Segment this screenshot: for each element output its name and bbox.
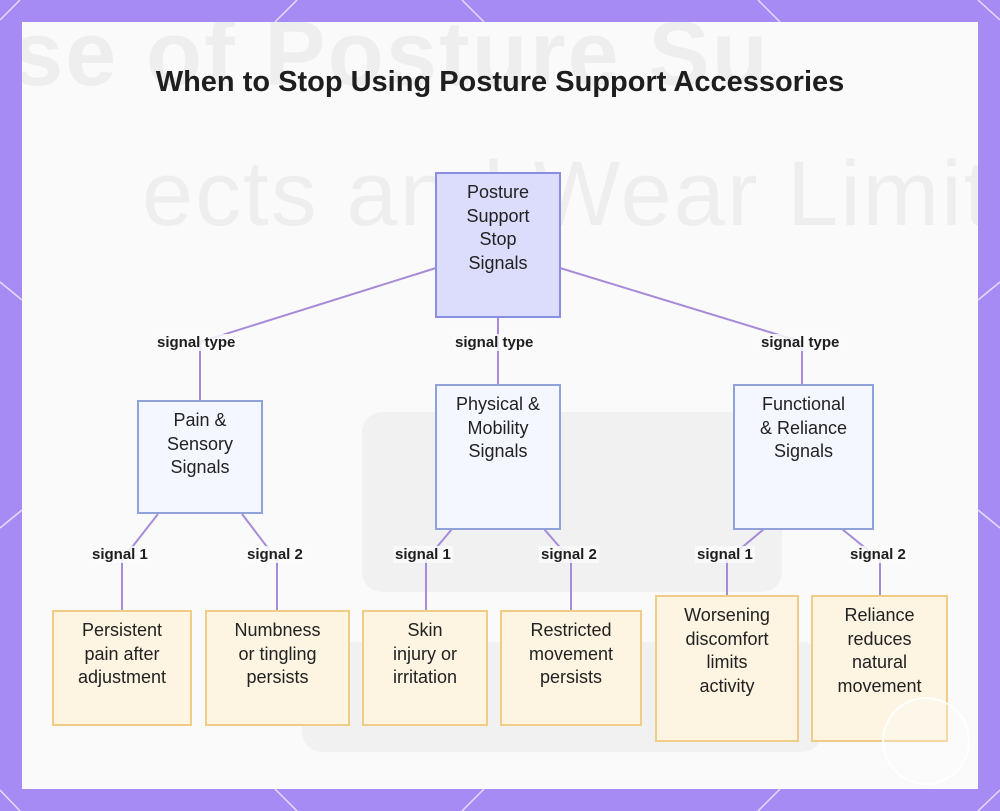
edge-label-signal-1: signal 1 <box>695 546 755 563</box>
node-restricted-movement[interactable]: Restricted movement persists <box>500 610 642 726</box>
node-skin-injury-label: Skin injury or irritation <box>392 620 458 687</box>
diagram-title: When to Stop Using Posture Support Acces… <box>155 66 845 98</box>
node-restricted-movement-label: Restricted movement persists <box>528 620 614 687</box>
node-functional-reliance-label: Functional & Reliance Signals <box>759 394 848 461</box>
node-physical-mobility[interactable]: Physical & Mobility Signals <box>435 384 561 530</box>
edge-physical-2 <box>543 528 572 610</box>
node-pain-sensory-label: Pain & Sensory Signals <box>166 410 234 477</box>
edge-physical-1 <box>425 528 453 610</box>
background-watermark-text: se of Posture Su <box>22 22 770 107</box>
node-pain-sensory[interactable]: Pain & Sensory Signals <box>137 400 263 514</box>
node-root[interactable]: Posture Support Stop Signals <box>435 172 561 318</box>
node-persistent-pain-label: Persistent pain after adjustment <box>77 620 167 687</box>
node-root-label: Posture Support Stop Signals <box>466 182 530 273</box>
node-persistent-pain[interactable]: Persistent pain after adjustment <box>52 610 192 726</box>
edge-label-signal-type: signal type <box>453 334 536 351</box>
node-numbness-tingling[interactable]: Numbness or tingling persists <box>205 610 350 726</box>
node-worsening-discomfort-label: Worsening discomfort limits activity <box>684 605 770 696</box>
node-functional-reliance[interactable]: Functional & Reliance Signals <box>733 384 874 530</box>
node-physical-mobility-label: Physical & Mobility Signals <box>455 394 541 461</box>
watermark-badge-icon <box>882 697 970 785</box>
edge-label-signal-1: signal 1 <box>90 546 150 563</box>
edge-label-signal-type: signal type <box>759 334 842 351</box>
node-numbness-tingling-label: Numbness or tingling persists <box>234 620 321 687</box>
edge-root-functional <box>559 267 803 384</box>
edge-label-signal-2: signal 2 <box>848 546 908 563</box>
node-skin-injury[interactable]: Skin injury or irritation <box>362 610 488 726</box>
edge-label-signal-2: signal 2 <box>539 546 599 563</box>
edge-label-signal-2: signal 2 <box>245 546 305 563</box>
node-worsening-discomfort[interactable]: Worsening discomfort limits activity <box>655 595 799 742</box>
edge-label-signal-1: signal 1 <box>393 546 453 563</box>
edge-label-signal-type: signal type <box>155 334 238 351</box>
node-reliance-reduces-label: Reliance reduces natural movement <box>837 605 922 696</box>
